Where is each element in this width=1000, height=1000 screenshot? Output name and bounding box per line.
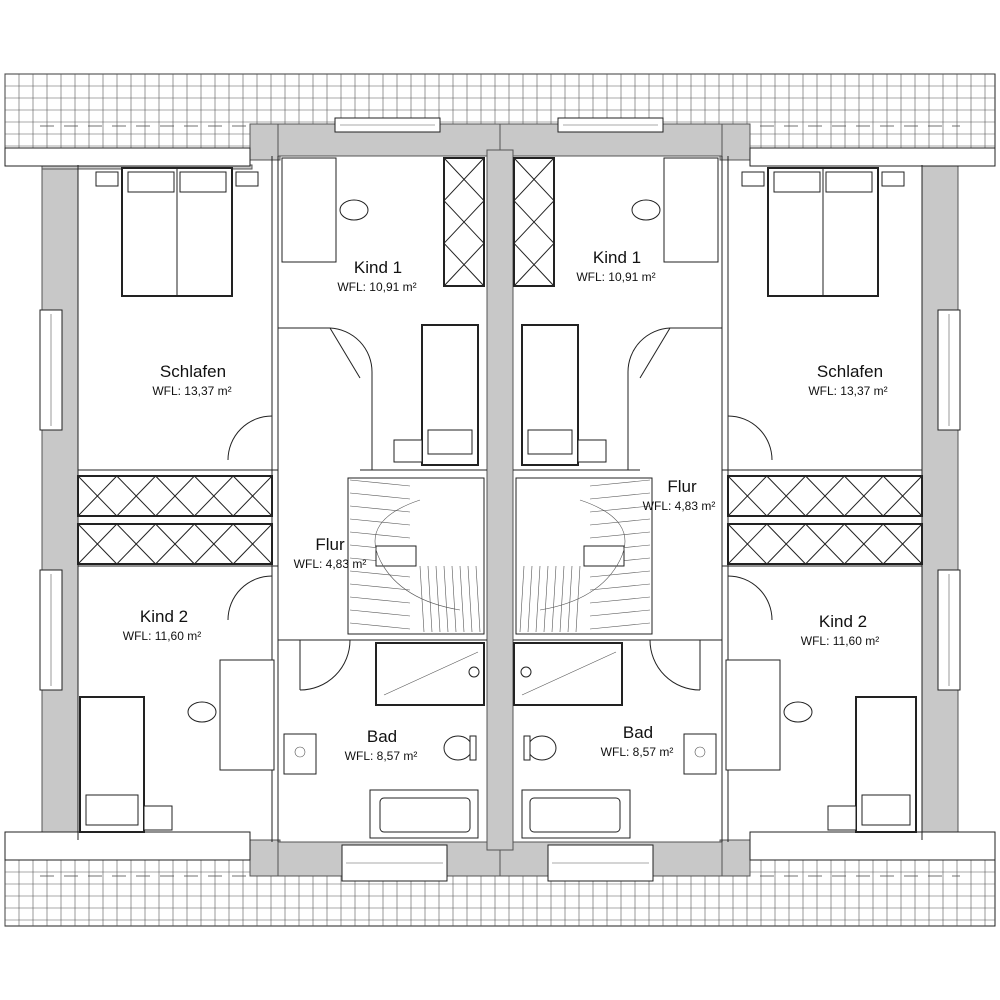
room-area-bad-right: WFL: 8,57 m² [601, 745, 674, 759]
double-bed-right [741, 167, 905, 297]
doors [227, 327, 773, 691]
room-name-kind2-right: Kind 2 [819, 612, 867, 631]
windows [39, 117, 961, 882]
exterior-walls [41, 123, 959, 877]
room-area-schlafen-right: WFL: 13,37 m² [808, 384, 887, 398]
wardrobes [77, 157, 923, 565]
room-name-flur-left: Flur [315, 535, 345, 554]
double-bed-left [95, 167, 259, 297]
room-name-kind1-right: Kind 1 [593, 248, 641, 267]
room-area-bad-left: WFL: 8,57 m² [345, 749, 418, 763]
room-name-kind2-left: Kind 2 [140, 607, 188, 626]
room-area-kind2-left: WFL: 11,60 m² [123, 629, 201, 643]
room-name-schlafen-left: Schlafen [160, 362, 226, 381]
staircase-right [515, 477, 653, 635]
room-area-schlafen-left: WFL: 13,37 m² [152, 384, 231, 398]
room-name-bad-right: Bad [623, 723, 653, 742]
single-beds [79, 324, 917, 833]
room-name-kind1-left: Kind 1 [354, 258, 402, 277]
room-area-flur-left: WFL: 4,83 m² [294, 557, 367, 571]
bathroom-fixtures [283, 642, 717, 839]
eaves [4, 147, 996, 861]
room-area-kind2-right: WFL: 11,60 m² [801, 634, 879, 648]
staircase-left [347, 477, 485, 635]
room-labels-left: Kind 1 WFL: 10,91 m² Schlafen WFL: 13,37… [123, 258, 418, 763]
room-area-flur-right: WFL: 4,83 m² [643, 499, 716, 513]
room-area-kind1-left: WFL: 10,91 m² [337, 280, 416, 294]
room-area-kind1-right: WFL: 10,91 m² [576, 270, 655, 284]
room-name-schlafen-right: Schlafen [817, 362, 883, 381]
desks [187, 157, 813, 771]
room-name-flur-right: Flur [667, 477, 697, 496]
room-name-bad-left: Bad [367, 727, 397, 746]
room-labels-right: Kind 1 WFL: 10,91 m² Schlafen WFL: 13,37… [576, 248, 887, 759]
